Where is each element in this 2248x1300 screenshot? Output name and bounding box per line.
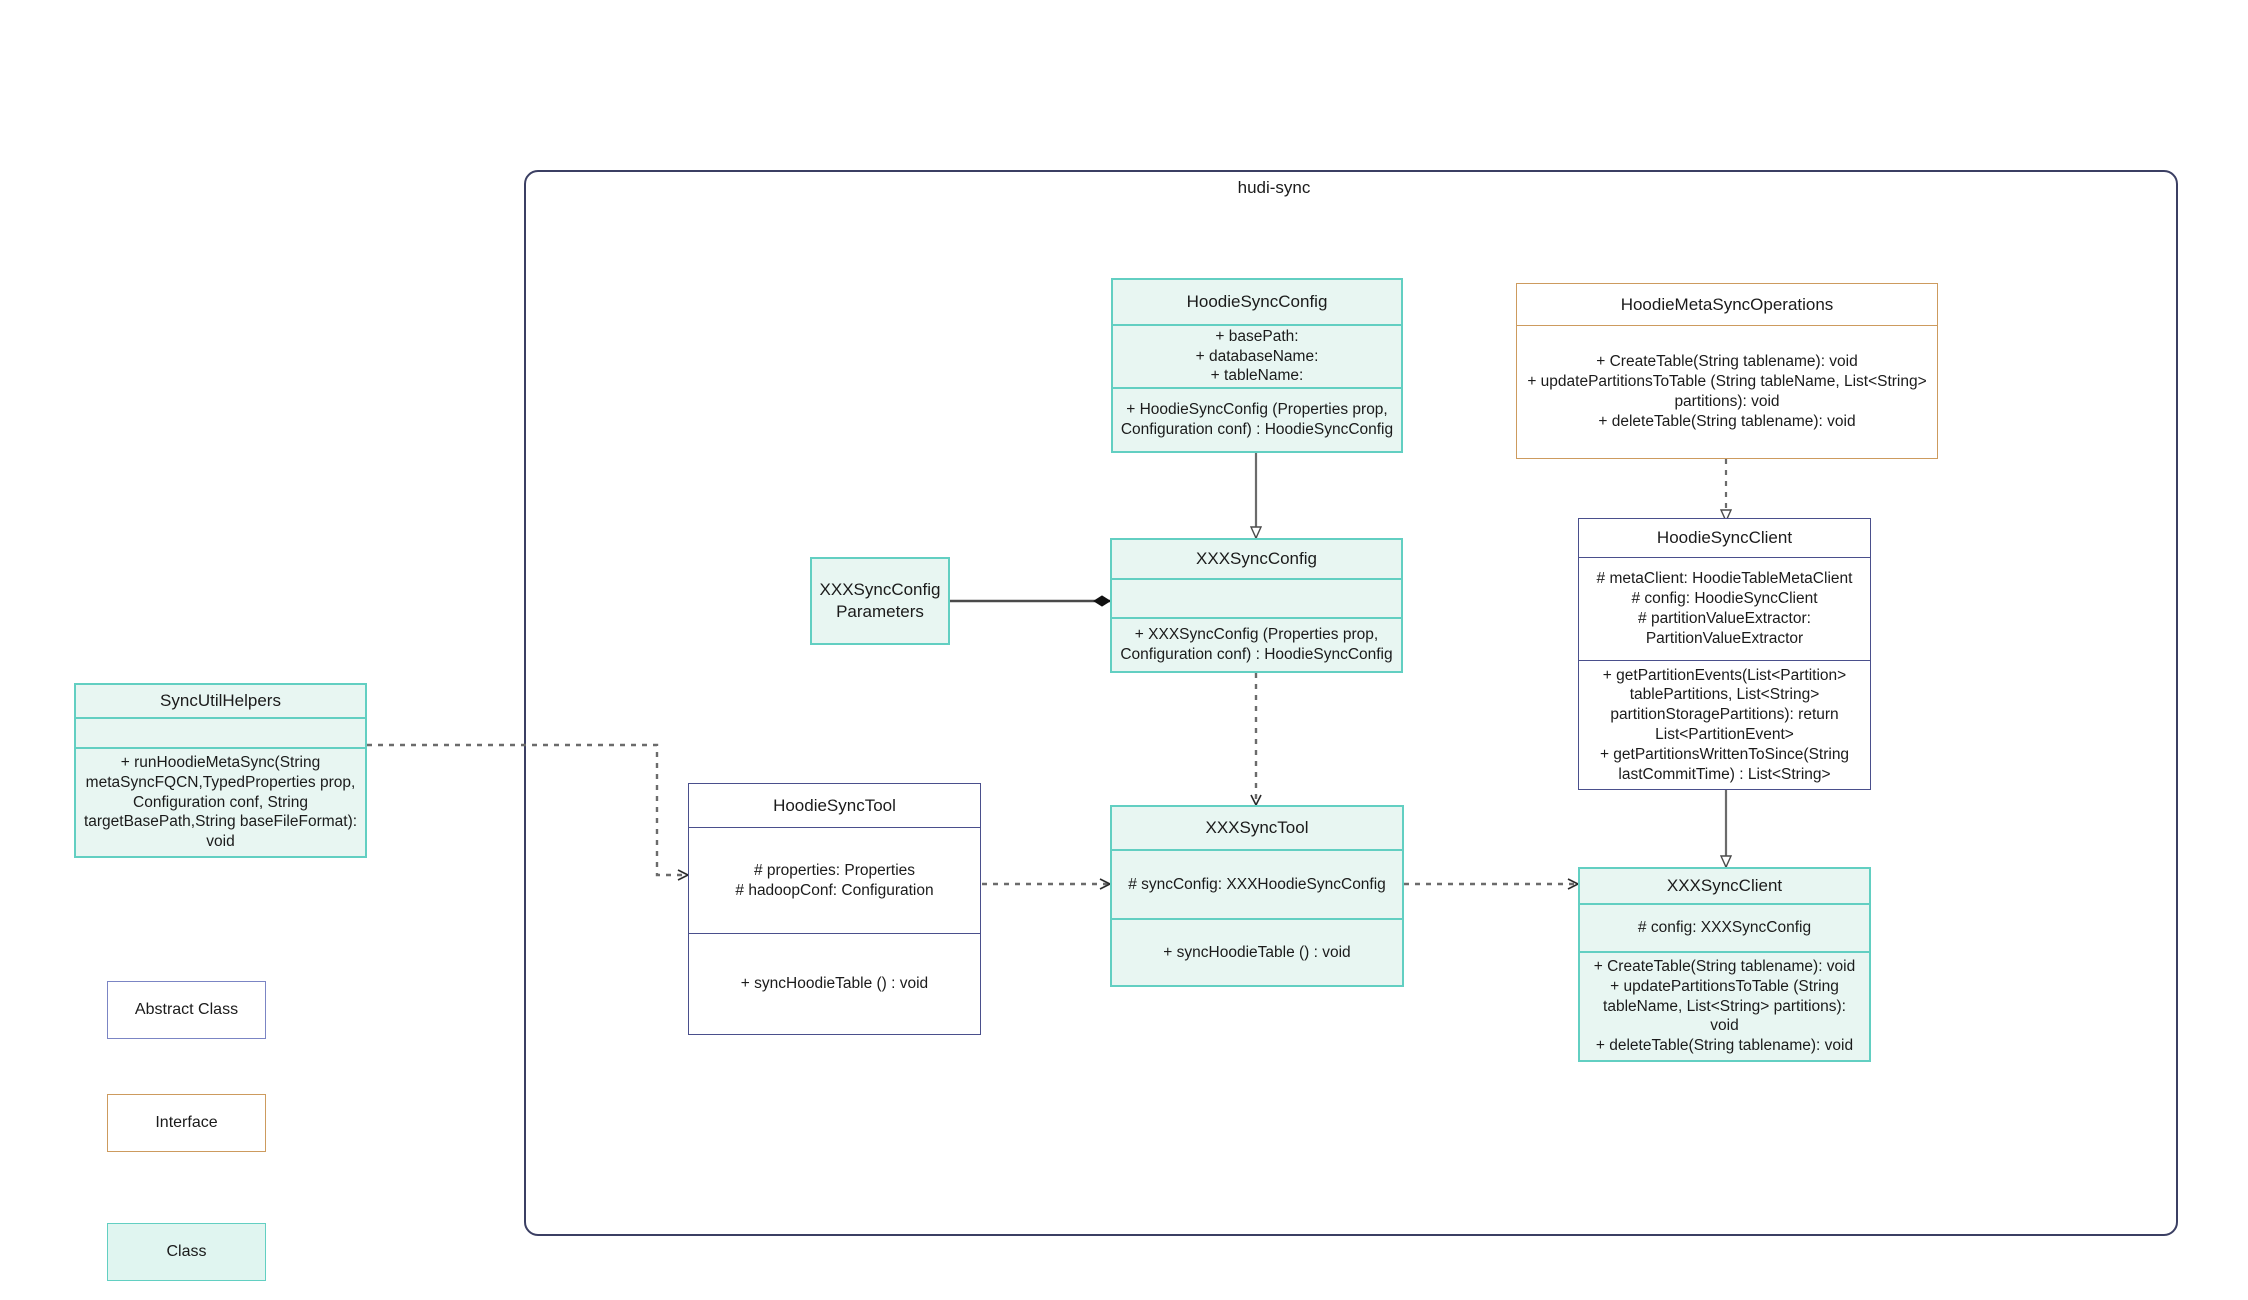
interface-hoodie-meta-sync-operations-name: HoodieMetaSyncOperations xyxy=(1620,294,1834,314)
legend-abstract-class: Abstract Class xyxy=(107,981,266,1039)
interface-hoodie-meta-sync-operations-operations: + CreateTable(String tablename): void + … xyxy=(1517,325,1937,458)
class-hoodie-sync-tool-operations: + syncHoodieTable () : void xyxy=(689,933,980,1034)
class-sync-util-helpers[interactable]: SyncUtilHelpers + runHoodieMetaSync(Stri… xyxy=(74,683,367,858)
class-hoodie-sync-config-name: HoodieSyncConfig xyxy=(1186,292,1328,312)
class-xxx-sync-config-name: XXXSyncConfig xyxy=(1196,549,1317,569)
class-xxx-sync-config[interactable]: XXXSyncConfig + XXXSyncConfig (Propertie… xyxy=(1110,538,1403,673)
class-hoodie-sync-client-name: HoodieSyncClient xyxy=(1656,528,1793,548)
class-xxx-sync-config-parameters-name: XXXSyncConfigParameters xyxy=(819,580,941,621)
class-sync-util-helpers-operations: + runHoodieMetaSync(String metaSyncFQCN,… xyxy=(76,746,365,856)
legend-class: Class xyxy=(107,1223,266,1281)
class-xxx-sync-tool[interactable]: XXXSyncTool # syncConfig: XXXHoodieSyncC… xyxy=(1110,805,1404,987)
package-hudi-sync xyxy=(524,170,2178,1236)
class-sync-util-helpers-attributes xyxy=(76,717,365,747)
class-xxx-sync-client-attributes: # config: XXXSyncConfig xyxy=(1580,902,1869,951)
class-hoodie-sync-client[interactable]: HoodieSyncClient # metaClient: HoodieTab… xyxy=(1578,518,1871,790)
class-hoodie-sync-client-operations: + getPartitionEvents(List<Partition> tab… xyxy=(1579,660,1870,789)
interface-hoodie-meta-sync-operations[interactable]: HoodieMetaSyncOperations + CreateTable(S… xyxy=(1516,283,1938,459)
class-hoodie-sync-config-attributes: + basePath: + databaseName: + tableName: xyxy=(1113,324,1401,387)
class-hoodie-sync-tool-name: HoodieSyncTool xyxy=(773,795,896,815)
class-sync-util-helpers-name: SyncUtilHelpers xyxy=(160,691,281,711)
class-xxx-sync-client-name: XXXSyncClient xyxy=(1666,875,1783,895)
class-xxx-sync-tool-name: XXXSyncTool xyxy=(1205,818,1309,838)
class-xxx-sync-client[interactable]: XXXSyncClient # config: XXXSyncConfig + … xyxy=(1578,867,1871,1062)
class-xxx-sync-config-attributes xyxy=(1112,578,1401,617)
legend-interface-label: Interface xyxy=(155,1114,218,1131)
legend-abstract-class-label: Abstract Class xyxy=(134,1001,239,1018)
class-hoodie-sync-tool[interactable]: HoodieSyncTool # properties: Properties … xyxy=(688,783,981,1035)
class-hoodie-sync-config[interactable]: HoodieSyncConfig + basePath: + databaseN… xyxy=(1111,278,1403,453)
class-hoodie-sync-client-attributes: # metaClient: HoodieTableMetaClient # co… xyxy=(1579,557,1870,660)
class-hoodie-sync-tool-attributes: # properties: Properties # hadoopConf: C… xyxy=(689,827,980,933)
legend-class-label: Class xyxy=(166,1243,207,1260)
class-xxx-sync-config-parameters[interactable]: XXXSyncConfigParameters xyxy=(810,557,950,645)
class-xxx-sync-tool-attributes: # syncConfig: XXXHoodieSyncConfig xyxy=(1112,849,1402,918)
class-xxx-sync-client-operations: + CreateTable(String tablename): void + … xyxy=(1580,950,1869,1060)
class-xxx-sync-config-operations: + XXXSyncConfig (Properties prop, Config… xyxy=(1112,617,1401,671)
legend-interface: Interface xyxy=(107,1094,266,1152)
class-hoodie-sync-config-operations: + HoodieSyncConfig (Properties prop, Con… xyxy=(1113,387,1401,451)
package-title: hudi-sync xyxy=(1237,178,1311,197)
class-xxx-sync-tool-operations: + syncHoodieTable () : void xyxy=(1112,918,1402,985)
